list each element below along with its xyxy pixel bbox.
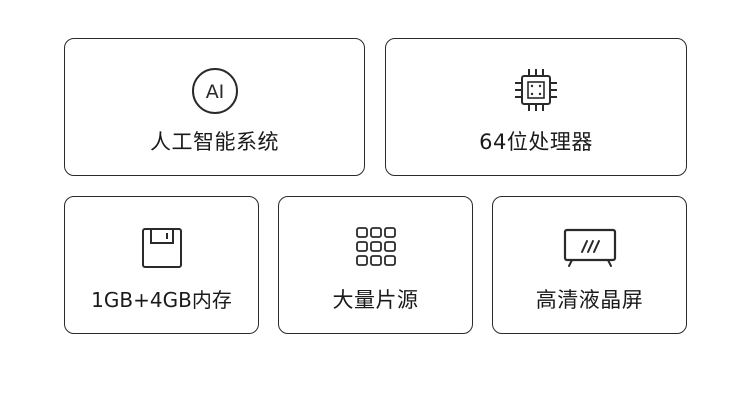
feature-card-sources: 大量片源 bbox=[278, 196, 473, 334]
feature-label-ai: 人工智能系统 bbox=[150, 130, 279, 154]
feature-card-ai: AI 人工智能系统 bbox=[64, 38, 365, 176]
floppy-disk-icon bbox=[141, 228, 182, 268]
feature-card-cpu: 64位处理器 bbox=[385, 38, 687, 176]
grid-apps-icon bbox=[355, 227, 396, 266]
feature-label-screen: 高清液晶屏 bbox=[535, 288, 644, 312]
feature-card-screen: 高清液晶屏 bbox=[492, 196, 687, 334]
feature-label-memory: 1GB+4GB内存 bbox=[91, 288, 232, 312]
tv-screen-icon bbox=[563, 228, 616, 267]
feature-label-sources: 大量片源 bbox=[332, 288, 419, 312]
svg-text:AI: AI bbox=[205, 81, 224, 103]
feature-label-cpu: 64位处理器 bbox=[479, 130, 593, 154]
feature-card-memory: 1GB+4GB内存 bbox=[64, 196, 259, 334]
cpu-chip-icon bbox=[515, 69, 557, 111]
ai-icon: AI bbox=[191, 68, 238, 114]
